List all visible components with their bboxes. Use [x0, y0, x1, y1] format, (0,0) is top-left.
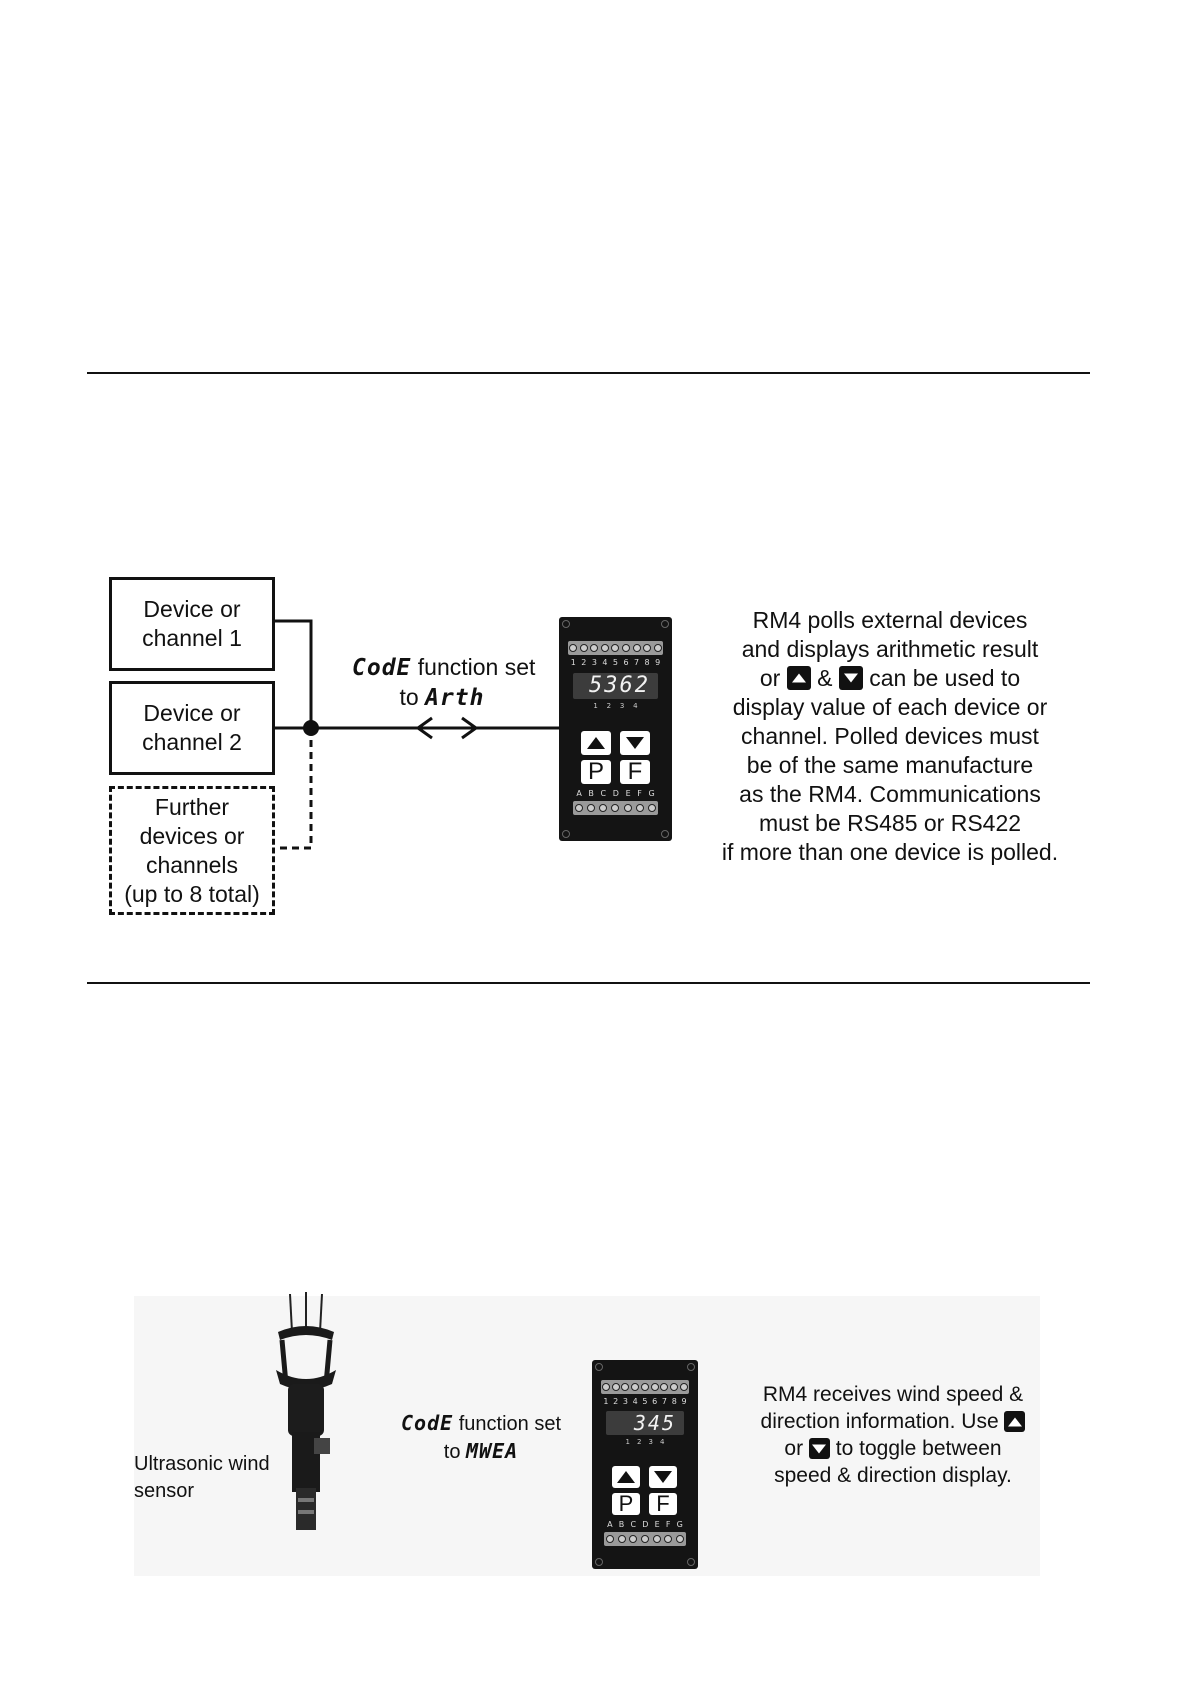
junction-dot: [303, 720, 319, 736]
wire-device1: [273, 619, 313, 728]
function-text: function set: [458, 1413, 562, 1435]
wind-description: RM4 receives wind speed & direction info…: [728, 1381, 1058, 1489]
bidirectional-arrow-icon: [415, 716, 479, 740]
to-text: to: [443, 1441, 461, 1463]
up-key-icon: [581, 731, 611, 755]
screw: [661, 830, 669, 838]
middle-rule: [87, 982, 1090, 984]
to-text: to: [399, 684, 419, 710]
up-key-icon: [786, 666, 811, 690]
device-box-2-label: Device or channel 2: [142, 700, 242, 755]
desc-line: RM4 receives wind speed &: [762, 1383, 1024, 1406]
down-key-icon: [838, 666, 863, 690]
up-key-icon: [612, 1466, 640, 1488]
f-key: F: [620, 758, 650, 785]
diagram2-background: [134, 1296, 1040, 1576]
function-text: function set: [417, 654, 536, 680]
down-key-icon: [649, 1466, 677, 1488]
p-key: P: [612, 1491, 640, 1516]
sensor-label: Ultrasonic wind sensor: [134, 1451, 270, 1505]
mode-word: MWEA: [466, 1439, 519, 1463]
device-box-1-label: Device or channel 1: [142, 596, 242, 651]
top-rule: [87, 372, 1090, 374]
desc-line-keys: or & can be used to: [759, 665, 1021, 691]
code-word: CodE: [352, 655, 412, 681]
code-function-caption-2: CodE function set to MWEA: [392, 1410, 570, 1466]
up-key-icon: [1004, 1411, 1026, 1432]
code-function-caption: CodE function set to Arth: [352, 653, 535, 713]
desc-line: must be RS485 or RS422: [758, 810, 1022, 836]
further-devices-label: Further devices or channels (up to 8 tot…: [124, 793, 260, 907]
arithmetic-description: RM4 polls external devices and displays …: [690, 606, 1090, 867]
screw: [661, 620, 669, 628]
code-word: CodE: [400, 1411, 454, 1435]
desc-line: speed & direction display.: [774, 1464, 1012, 1487]
bottom-terminal-strip: [573, 801, 658, 815]
desc-line: and displays arithmetic result: [741, 636, 1039, 662]
sensor-label-line: Ultrasonic wind: [134, 1453, 270, 1475]
p-key: P: [581, 758, 611, 785]
screw: [562, 620, 570, 628]
down-key-icon: [808, 1438, 830, 1459]
wire-further-devices: [273, 728, 313, 850]
top-terminal-strip: [568, 641, 663, 655]
top-terminal-strip: [601, 1380, 689, 1394]
mode-word: Arth: [425, 685, 485, 711]
desc-line: be of the same manufacture: [746, 752, 1034, 778]
device-box-1: Device or channel 1: [109, 577, 275, 671]
sensor-label-line: sensor: [134, 1480, 195, 1502]
desc-line: RM4 polls external devices: [752, 607, 1028, 633]
ultrasonic-wind-sensor-icon: [276, 1292, 336, 1530]
screw: [562, 830, 570, 838]
f-key: F: [649, 1491, 677, 1516]
desc-line-toggle: or to toggle between: [784, 1437, 1002, 1460]
device-box-2: Device or channel 2: [109, 681, 275, 775]
meter-display: 5362: [573, 673, 658, 699]
desc-line: if more than one device is polled.: [721, 839, 1059, 865]
down-key-icon: [620, 731, 650, 755]
meter-display: 345: [606, 1411, 684, 1435]
desc-line: channel. Polled devices must: [741, 723, 1039, 749]
desc-line: display value of each device or: [732, 694, 1048, 720]
desc-line: as the RM4. Communications: [739, 781, 1041, 807]
further-devices-box: Further devices or channels (up to 8 tot…: [109, 786, 275, 915]
desc-line-use: direction information. Use: [728, 1408, 1058, 1435]
bottom-terminal-strip: [604, 1532, 686, 1546]
